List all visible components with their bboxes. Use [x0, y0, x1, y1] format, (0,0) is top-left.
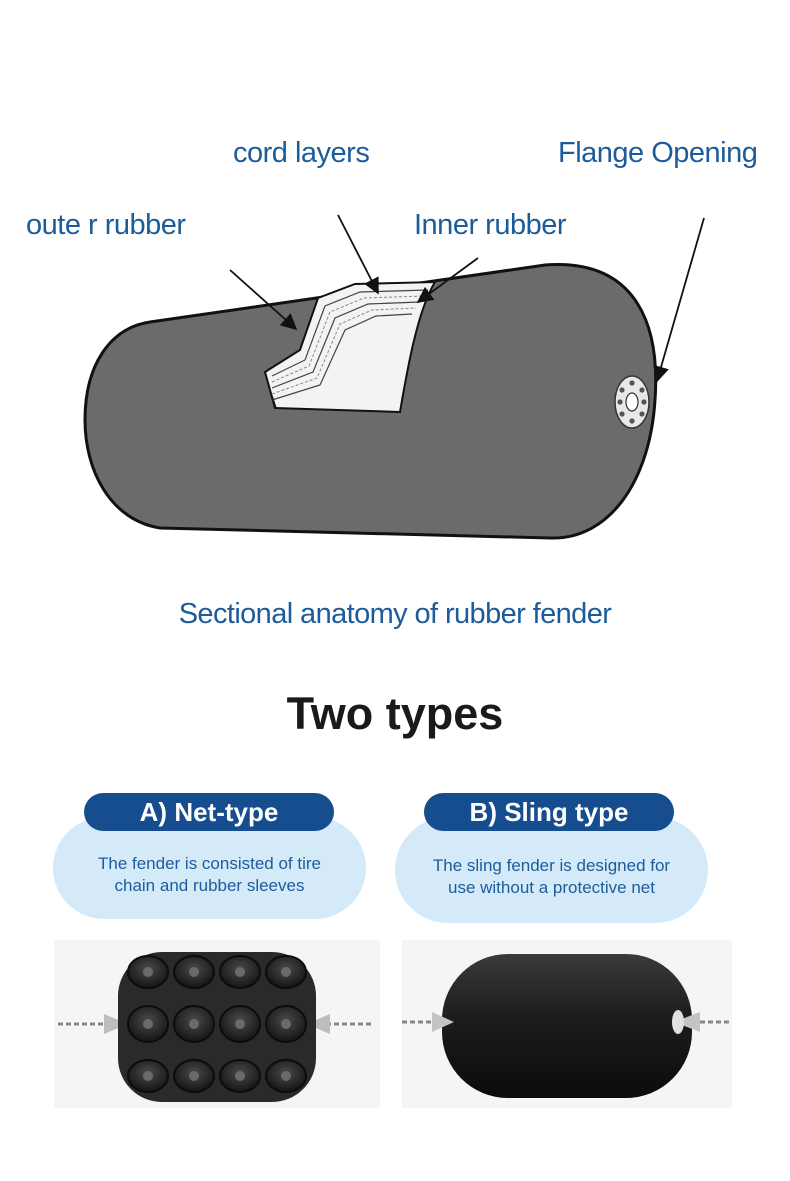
net-type-desc-line2: chain and rubber sleeves: [114, 876, 305, 895]
sling-type-desc-line2: use without a protective net: [448, 878, 655, 897]
arrow-inner-rubber: [416, 257, 479, 303]
arrow-flange-opening: [653, 217, 705, 383]
sling-type-title: B) Sling type: [424, 793, 674, 831]
net-type-title: A) Net-type: [84, 793, 334, 831]
arrow-outer-rubber: [229, 269, 298, 331]
sling-type-fender-photo: [402, 940, 732, 1108]
net-type-description: The fender is consisted of tire chain an…: [53, 817, 366, 919]
fender-cutaway-illustration: [83, 214, 705, 540]
label-flange-opening: Flange Opening: [558, 137, 758, 169]
arrow-cord-layers: [337, 214, 379, 295]
flange-opening-icon: [614, 375, 650, 429]
label-outer-rubber: oute r rubber: [26, 209, 186, 241]
label-inner-rubber: Inner rubber: [414, 209, 567, 241]
net-type-fender-photo: [54, 940, 380, 1108]
label-cord-layers: cord layers: [233, 137, 370, 169]
cutaway-section: [263, 280, 437, 414]
net-type-desc-line1: The fender is consisted of tire: [97, 854, 321, 873]
section-heading: Two types: [286, 688, 504, 739]
sling-type-desc-line1: The sling fender is designed for: [432, 856, 671, 875]
sling-type-description: The sling fender is designed for use wit…: [395, 817, 708, 923]
diagram-caption: Sectional anatomy of rubber fender: [178, 598, 612, 630]
